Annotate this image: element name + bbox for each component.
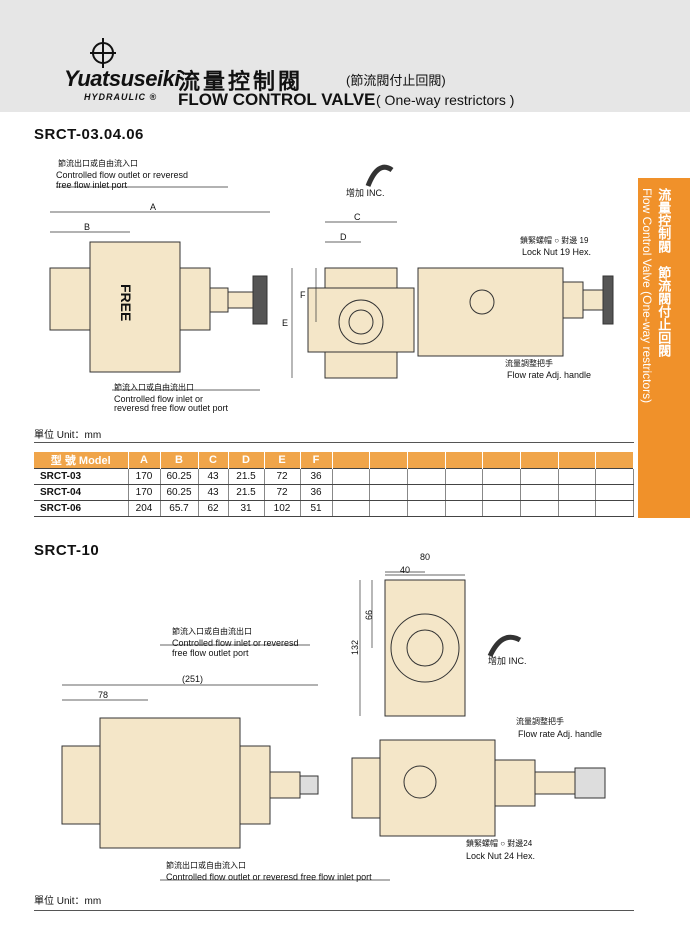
th-c: C (198, 452, 229, 469)
s2-dim-132: 132 (350, 640, 360, 656)
s1-dim-b: B (84, 222, 91, 232)
s1-outlet-en2: free flow inlet port (56, 180, 128, 190)
page-header: Yuatsuseiki HYDRAULIC ® 流量控制閥 (節流閥付止回閥) … (0, 0, 690, 112)
cell-d: 21.5 (228, 468, 265, 485)
page-subtitle-cn: (節流閥付止回閥) (346, 73, 446, 88)
s1-dim-f: F (300, 290, 306, 300)
cell-a: 204 (128, 500, 161, 517)
brand-name: Yuatsuseiki (64, 66, 180, 91)
s2-lock-cn: 鎖緊螺帽 ○ 對邊24 (466, 839, 533, 848)
cell-c: 43 (198, 468, 229, 485)
s1-free-mark: FREE (118, 284, 135, 322)
s1-outlet-en1: Controlled flow outlet or reveresd (56, 170, 189, 180)
cell-b: 60.25 (160, 468, 199, 485)
s2-dim-78: 78 (98, 690, 109, 700)
th-model: 型 號 Model (34, 452, 129, 469)
page-subtitle-en: ( One-way restrictors ) (376, 92, 515, 108)
s1-lock-en: Lock Nut 19 Hex. (522, 247, 592, 257)
table-row: SRCT-06 204 65.7 62 31 102 51 (34, 500, 634, 517)
section1-title: SRCT-03.04.06 (34, 126, 144, 143)
table-row: SRCT-03 170 60.25 43 21.5 72 36 (34, 468, 634, 485)
cell-a: 170 (128, 484, 161, 501)
th-d: D (228, 452, 265, 469)
s1-unit: 單位 Unit：mm (34, 430, 102, 441)
brand-sub: HYDRAULIC ® (84, 92, 158, 102)
page-title-en: FLOW CONTROL VALVE (178, 90, 376, 109)
cell-model: SRCT-04 (34, 484, 129, 501)
s2-inlet-cn: 節流入口或自由流出口 (172, 627, 252, 636)
th-f: F (300, 452, 333, 469)
s2-outlet-en: Controlled flow outlet or reveresd free … (166, 872, 372, 882)
valve-body-side (89, 241, 181, 373)
cell-e: 102 (264, 500, 301, 517)
s2-lock-en: Lock Nut 24 Hex. (466, 851, 536, 861)
inc-arrow-10-icon (487, 634, 522, 658)
s2-dim-40: 40 (400, 565, 411, 575)
cell-e: 72 (264, 468, 301, 485)
s2-inc: 增加 INC. (488, 656, 527, 666)
s1-dim-d: D (340, 232, 347, 242)
cell-d: 21.5 (228, 484, 265, 501)
s1-inlet-en1: Controlled flow inlet or (114, 394, 204, 404)
page-title-cn: 流量控制閥 (178, 69, 304, 94)
valve-10-side (99, 717, 241, 849)
cell-c: 43 (198, 484, 229, 501)
table-row: SRCT-04 170 60.25 43 21.5 72 36 (34, 484, 634, 501)
th-b: B (160, 452, 199, 469)
s1-dim-a: A (150, 202, 157, 212)
s1-handle-en: Flow rate Adj. handle (507, 370, 592, 380)
cell-f: 51 (300, 500, 333, 517)
valve-10-top (379, 739, 496, 837)
th-a: A (128, 452, 161, 469)
side-tab-cn: 流量控制閥 節流閥付止回閥 (656, 188, 672, 357)
s1-inlet-en2: reveresd free flow outlet port (114, 403, 229, 413)
s2-outlet-cn: 節流出口或自由流入口 (166, 861, 246, 870)
s2-handle-en: Flow rate Adj. handle (518, 729, 603, 739)
cell-e: 72 (264, 484, 301, 501)
s1-handle-cn: 流量調整把手 (505, 359, 553, 368)
s2-unit: 單位 Unit：mm (34, 896, 102, 907)
spec-table-header: 型 號 Model A B C D E F (34, 452, 634, 469)
cell-b: 65.7 (160, 500, 199, 517)
s2-divider (34, 910, 634, 911)
s1-dim-c: C (354, 212, 361, 222)
s2-dim-66: 66 (364, 610, 374, 621)
spec-table: 型 號 Model A B C D E F SRCT-03 170 60.25 … (34, 452, 634, 517)
s2-dim-80: 80 (420, 552, 431, 562)
valve-body-top (417, 267, 564, 357)
s2-inlet-en1: Controlled flow inlet or reveresd (172, 638, 299, 648)
s1-outlet-cn: 節流出口或自由流入口 (58, 159, 138, 168)
cell-c: 62 (198, 500, 229, 517)
s1-divider (34, 442, 634, 443)
s2-handle-cn: 流量調整把手 (516, 717, 564, 726)
cell-b: 60.25 (160, 484, 199, 501)
inc-arrow-icon (365, 164, 394, 187)
s1-dim-e: E (282, 318, 289, 328)
cell-model: SRCT-06 (34, 500, 129, 517)
th-e: E (264, 452, 301, 469)
cell-a: 170 (128, 468, 161, 485)
s1-lock-cn: 鎖緊螺帽 ○ 對邊 19 (520, 236, 589, 245)
cell-model: SRCT-03 (34, 468, 129, 485)
brand-logo-icon (90, 38, 116, 68)
s1-inc: 增加 INC. (346, 188, 385, 198)
cell-f: 36 (300, 484, 333, 501)
side-tab-en: Flow Control Valve (One-way restrictors) (640, 188, 654, 404)
cell-f: 36 (300, 468, 333, 485)
side-tab: 流量控制閥 節流閥付止回閥 Flow Control Valve (One-wa… (638, 178, 690, 518)
cell-d: 31 (228, 500, 265, 517)
section2-title: SRCT-10 (34, 542, 100, 559)
s1-inlet-cn: 節流入口或自由流出口 (114, 383, 194, 392)
s2-inlet-en2: free flow outlet port (172, 648, 249, 658)
s2-dim-251: (251) (182, 674, 204, 684)
